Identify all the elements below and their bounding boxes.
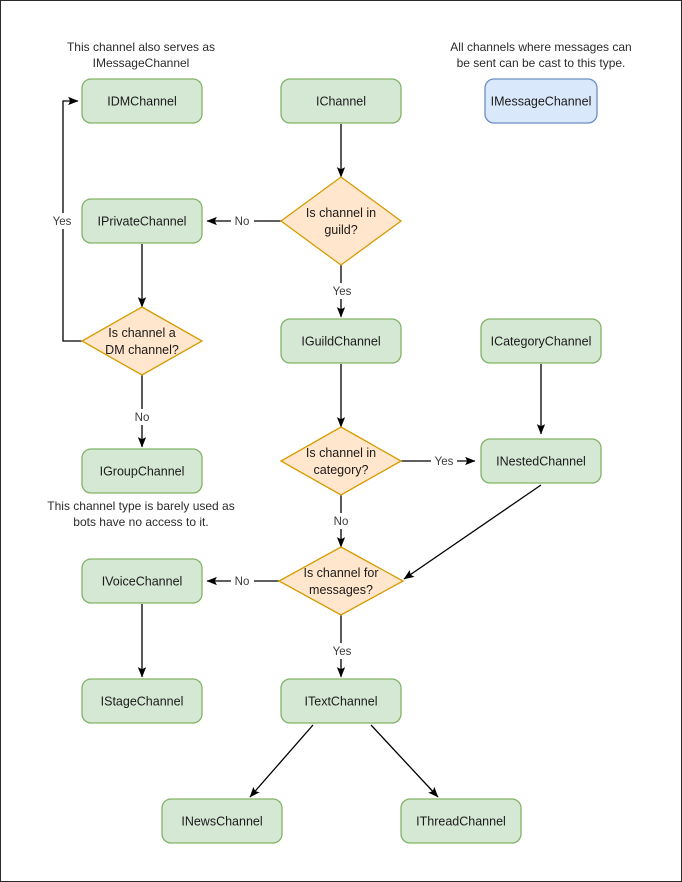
node-iprivate-channel[interactable]: IPrivateChannel: [81, 198, 203, 244]
edge-label-backdrop: [329, 643, 355, 659]
edge-label-backdrop: [131, 409, 154, 425]
node-box[interactable]: [280, 318, 402, 364]
edge-label-yes: Yes: [53, 216, 72, 228]
annotation-idm-note: This channel also serves as IMessageChan…: [67, 40, 215, 70]
annotation-line: bots have no access to it.: [73, 515, 208, 529]
annotation-line: All channels where messages can: [450, 40, 631, 54]
node-idm-channel[interactable]: IDMChannel: [81, 78, 203, 124]
node-box[interactable]: [161, 798, 283, 844]
edge-label-no: No: [235, 216, 250, 228]
annotation-group-note: This channel type is barely used as bots…: [47, 499, 234, 529]
node-box[interactable]: [81, 558, 203, 604]
node-box[interactable]: [81, 678, 203, 724]
edge-dm-decision-to-idm: Yes: [49, 96, 82, 342]
edge-label-backdrop: [49, 213, 75, 229]
node-box[interactable]: [484, 78, 598, 124]
edge-dm-decision-to-igroup: No: [131, 375, 154, 448]
edge-label-yes: Yes: [333, 286, 352, 298]
edge-category-decision-to-inested: Yes: [400, 453, 476, 469]
edge-guild-decision-to-iprivate: No: [206, 213, 282, 229]
node-box[interactable]: [81, 78, 203, 124]
edge-messages-decision-to-ivoice: No: [206, 573, 282, 589]
node-box[interactable]: [81, 198, 203, 244]
decision-diamond[interactable]: [279, 426, 403, 496]
annotation-line: IMessageChannel: [93, 56, 190, 70]
annotation-line: This channel also serves as: [67, 40, 215, 54]
node-imessage-channel[interactable]: IMessageChannel: [484, 78, 598, 124]
node-iguild-channel[interactable]: IGuildChannel: [280, 318, 402, 364]
edge-label-no: No: [135, 412, 150, 424]
node-ichannel[interactable]: IChannel: [280, 78, 402, 124]
edge-itext-to-ithread: [370, 724, 439, 798]
edge-label-backdrop: [231, 213, 254, 229]
node-icategory-channel[interactable]: ICategoryChannel: [480, 318, 602, 364]
node-inews-channel[interactable]: INewsChannel: [161, 798, 283, 844]
edge-label-no: No: [334, 516, 349, 528]
node-box[interactable]: [81, 448, 203, 494]
node-istage-channel[interactable]: IStageChannel: [81, 678, 203, 724]
edge-label-backdrop: [431, 453, 457, 469]
edge-label-backdrop: [330, 513, 353, 529]
node-box[interactable]: [400, 798, 522, 844]
edge-itext-to-inews: [249, 724, 314, 798]
annotation-line: This channel type is barely used as: [47, 499, 234, 513]
edge-label-backdrop: [231, 573, 254, 589]
decision-is-channel-for-messages[interactable]: Is channel for messages?: [277, 546, 405, 616]
edge-messages-decision-to-itext: Yes: [329, 615, 355, 678]
edge-label-yes: Yes: [435, 456, 454, 468]
decision-is-channel-in-guild[interactable]: Is channel in guild?: [279, 176, 403, 266]
annotation-line: be sent can be cast to this type.: [457, 56, 626, 70]
decision-is-channel-a-dm-channel[interactable]: Is channel a DM channel?: [80, 306, 204, 376]
edge-label-backdrop: [329, 283, 355, 299]
node-box[interactable]: [480, 318, 602, 364]
decision-diamond[interactable]: [277, 546, 405, 616]
edge-category-decision-to-messages-decision: No: [330, 495, 353, 548]
decision-is-channel-in-category[interactable]: Is channel in category?: [279, 426, 403, 496]
node-itext-channel[interactable]: ITextChannel: [280, 678, 402, 724]
edge-inested-to-messages-decision: [403, 484, 542, 580]
edge-guild-decision-to-iguild: Yes: [329, 265, 355, 318]
node-box[interactable]: [480, 438, 602, 484]
node-ithread-channel[interactable]: IThreadChannel: [400, 798, 522, 844]
edge-label-no: No: [235, 576, 250, 588]
decision-diamond[interactable]: [80, 306, 204, 376]
node-box[interactable]: [280, 678, 402, 724]
node-inested-channel[interactable]: INestedChannel: [480, 438, 602, 484]
edge-label-yes: Yes: [333, 646, 352, 658]
annotation-imessage-note: All channels where messages can be sent …: [450, 40, 631, 70]
node-box[interactable]: [280, 78, 402, 124]
decision-diamond[interactable]: [279, 176, 403, 266]
node-igroup-channel[interactable]: IGroupChannel: [81, 448, 203, 494]
node-ivoice-channel[interactable]: IVoiceChannel: [81, 558, 203, 604]
